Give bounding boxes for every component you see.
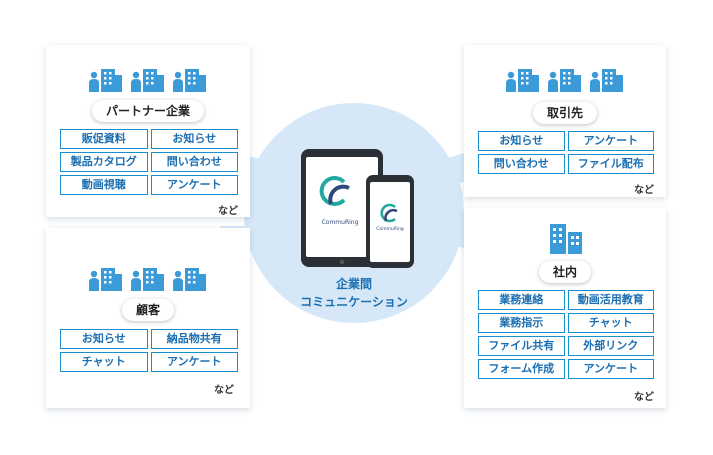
feature-cell: ファイル共有 [478, 336, 565, 356]
card-title: 社内 [539, 261, 591, 283]
feature-cell: 製品カタログ [60, 152, 148, 172]
feature-cell: 納品物共有 [151, 329, 239, 349]
building-people-icon [506, 66, 540, 92]
devices-illustration: CommuRing CommuRing [300, 148, 416, 270]
card-title: 取引先 [533, 102, 597, 124]
feature-cell: フォーム作成 [478, 359, 565, 379]
feature-cell: アンケート [568, 359, 655, 379]
more-label: など [634, 388, 654, 403]
feature-grid: 業務連絡 動画活用教育 業務指示 チャット ファイル共有 外部リンク フォーム作… [478, 290, 654, 379]
feature-grid: お知らせ 納品物共有 チャット アンケート [60, 329, 238, 372]
building-people-icon [89, 265, 123, 291]
card-client: 取引先 お知らせ アンケート 問い合わせ ファイル配布 など [464, 45, 666, 197]
feature-cell: アンケート [151, 175, 239, 195]
feature-cell: チャット [568, 313, 655, 333]
feature-cell: アンケート [151, 352, 239, 372]
building-people-icon [548, 66, 582, 92]
building-people-icon [131, 265, 165, 291]
more-label: など [218, 202, 238, 217]
building-people-icon [173, 66, 207, 92]
feature-cell: お知らせ [151, 129, 239, 149]
partner-icons [46, 66, 250, 92]
feature-cell: お知らせ [60, 329, 148, 349]
feature-cell: 業務連絡 [478, 290, 565, 310]
tablet-logo-text: CommuRing [322, 219, 359, 226]
card-internal: 社内 業務連絡 動画活用教育 業務指示 チャット ファイル共有 外部リンク フォ… [464, 208, 666, 408]
feature-grid: お知らせ アンケート 問い合わせ ファイル配布 [478, 131, 654, 174]
feature-cell: 外部リンク [568, 336, 655, 356]
building-people-icon [89, 66, 123, 92]
customer-icons [46, 265, 250, 291]
feature-cell: 動画活用教育 [568, 290, 655, 310]
office-building-icon [548, 222, 584, 254]
feature-cell: 問い合わせ [478, 154, 565, 174]
feature-cell: 動画視聴 [60, 175, 148, 195]
center-label: 企業間 コミュニケーション [254, 275, 454, 311]
phone-logo-text: CommuRing [376, 226, 404, 232]
center-label-line1: 企業間 [254, 275, 454, 293]
feature-cell: ファイル配布 [568, 154, 655, 174]
building-people-icon [173, 265, 207, 291]
card-customer: 顧客 お知らせ 納品物共有 チャット アンケート など [46, 228, 250, 408]
feature-cell: 業務指示 [478, 313, 565, 333]
center-label-line2: コミュニケーション [254, 293, 454, 311]
feature-cell: 販促資料 [60, 129, 148, 149]
feature-cell: お知らせ [478, 131, 565, 151]
building-people-icon [590, 66, 624, 92]
building-people-icon [131, 66, 165, 92]
more-label: など [214, 381, 234, 396]
feature-cell: アンケート [568, 131, 655, 151]
feature-cell: 問い合わせ [151, 152, 239, 172]
more-label: など [634, 181, 654, 196]
feature-grid: 販促資料 お知らせ 製品カタログ 問い合わせ 動画視聴 アンケート [60, 129, 238, 195]
card-title: パートナー企業 [92, 100, 204, 122]
card-title: 顧客 [122, 299, 174, 321]
feature-cell: チャット [60, 352, 148, 372]
card-partner: パートナー企業 販促資料 お知らせ 製品カタログ 問い合わせ 動画視聴 アンケー… [46, 45, 250, 217]
client-icons [464, 66, 666, 92]
